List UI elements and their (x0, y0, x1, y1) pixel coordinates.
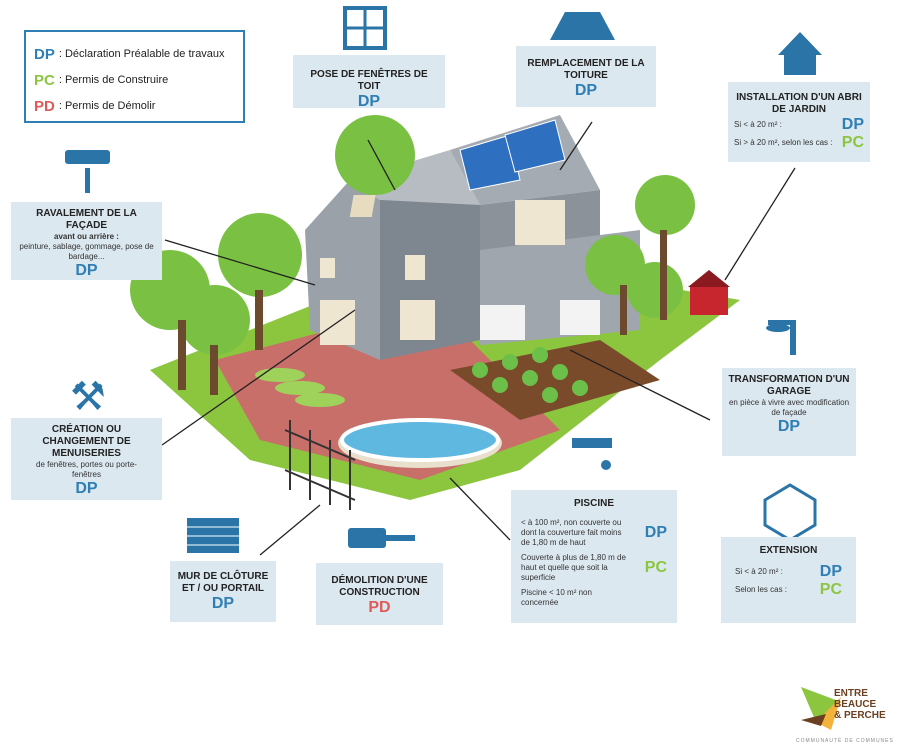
box-desc: en pièce à vivre avec modification de fa… (728, 398, 850, 417)
box-title: PISCINE (573, 498, 614, 509)
logo-line: & PERCHE (834, 710, 886, 721)
legend-text: : Déclaration Préalable de travaux (58, 48, 225, 60)
box-title: POSE DE FENÊTRES DE TOIT (310, 69, 428, 92)
logo-mark (801, 687, 841, 730)
box-code: PD (368, 599, 391, 616)
box-condition: Si < à 20 m² : (735, 567, 783, 576)
box-condition: < à 100 m², non couverte ou dont la couv… (521, 518, 622, 547)
box-demolition: DÉMOLITION D'UNE CONSTRUCTION PD (316, 563, 443, 625)
logo-tagline: COMMUNAUTÉ DE COMMUNES (796, 738, 894, 744)
svg-text:⚒: ⚒ (70, 375, 106, 419)
box-fenetres: POSE DE FENÊTRES DE TOIT DP (293, 55, 445, 110)
box-code: PC (644, 559, 667, 576)
legend-dp: DP: Déclaration Préalable de travaux (34, 41, 235, 67)
box-garage: TRANSFORMATION D'UN GARAGE en pièce à vi… (722, 368, 856, 456)
logo-line: ENTRE (834, 688, 868, 699)
box-code: DP (357, 93, 381, 110)
box-title: MUR DE CLÔTURE ET / OU PORTAIL (177, 571, 269, 594)
box-condition: Selon les cas : (735, 585, 788, 594)
box-toiture: REMPLACEMENT DE LA TOITURE DP (516, 46, 656, 107)
box-code: PC (819, 581, 842, 598)
box-title: EXTENSION (759, 545, 818, 556)
box-title: CRÉATION OU CHANGEMENT DE MENUISERIES (42, 424, 131, 459)
box-mur: MUR DE CLÔTURE ET / OU PORTAIL DP (170, 561, 276, 622)
logo-line: BEAUCE (834, 699, 877, 710)
legend-pc: PC: Permis de Construire (34, 67, 235, 93)
box-piscine: PISCINE < à 100 m², non couverte ou dont… (511, 490, 677, 623)
box-code: DP (819, 563, 842, 580)
legend-text: : Permis de Démolir (58, 100, 156, 112)
legend-pd: PD: Permis de Démolir (34, 93, 235, 119)
legend-code: PC (34, 71, 55, 89)
box-desc: de fenêtres, portes ou porte-fenêtres (36, 460, 137, 479)
box-code: DP (777, 418, 801, 435)
box-title: DÉMOLITION D'UNE CONSTRUCTION (331, 575, 428, 598)
box-condition: Si < à 20 m² : (734, 120, 782, 129)
legend-text: : Permis de Construire (58, 74, 169, 86)
box-menuiseries: CRÉATION OU CHANGEMENT DE MENUISERIES de… (11, 418, 162, 500)
box-code: DP (574, 82, 598, 99)
box-code: DP (841, 116, 864, 133)
box-desc: peinture, sablage, gommage, pose de bard… (19, 242, 154, 261)
legend-code: DP (34, 45, 55, 63)
box-extension: EXTENSION Si < à 20 m² : DP Selon les cas… (721, 537, 856, 623)
legend: DP: Déclaration Préalable de travaux PC:… (24, 30, 245, 123)
box-title: INSTALLATION D'UN ABRI DE JARDIN (736, 92, 862, 115)
box-code: DP (211, 595, 235, 612)
box-note: Piscine < 10 m² non concernée (521, 588, 592, 607)
box-code: DP (75, 480, 98, 497)
box-title: REMPLACEMENT DE LA TOITURE (527, 58, 645, 81)
box-condition: Couverte à plus de 1,80 m de haut et que… (521, 553, 626, 582)
legend-code: PD (34, 97, 55, 115)
box-subtitle: avant ou arrière : (54, 232, 119, 241)
box-ravalement: RAVALEMENT DE LA FAÇADE avant ou arrière… (11, 202, 162, 280)
box-code: PC (841, 134, 864, 151)
box-code: DP (644, 524, 667, 541)
box-title: RAVALEMENT DE LA FAÇADE (36, 208, 137, 231)
box-abri: INSTALLATION D'UN ABRI DE JARDIN Si < à … (728, 82, 870, 162)
logo: ENTRE BEAUCE & PERCHE COMMUNAUTÉ DE COMM… (796, 682, 896, 748)
box-condition: Si > à 20 m², selon les cas : (734, 138, 833, 147)
box-code: DP (75, 262, 98, 279)
box-title: TRANSFORMATION D'UN GARAGE (728, 374, 850, 397)
